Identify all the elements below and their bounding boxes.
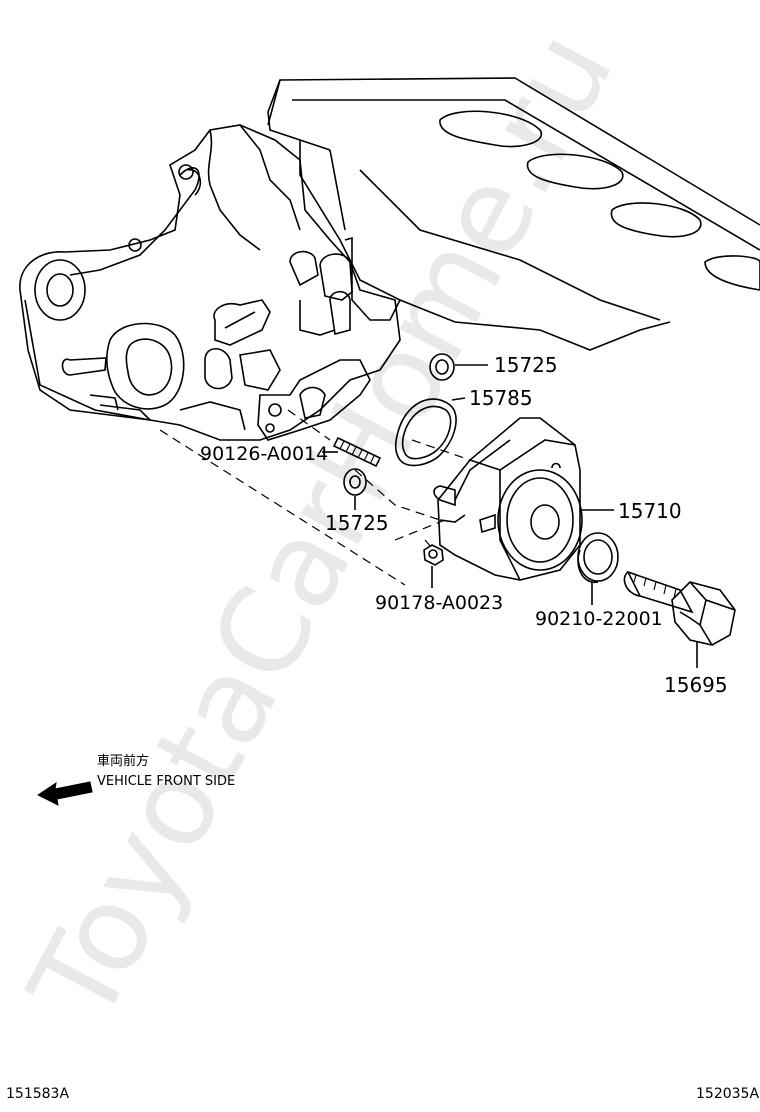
- part-15785-gasket: [394, 398, 457, 467]
- part-15710-housing: [433, 417, 583, 581]
- part-90126-stud: [332, 436, 382, 468]
- engine-front-housing: [19, 124, 401, 441]
- leader-lines: [322, 364, 698, 668]
- label-90126-A0014: 90126-A0014: [200, 443, 328, 465]
- label-15725-upper: 15725: [494, 353, 558, 377]
- part-90210-gasket: [577, 532, 619, 583]
- label-90210-22001: 90210-22001: [535, 608, 663, 630]
- label-15710: 15710: [618, 499, 682, 523]
- label-90178-A0023: 90178-A0023: [375, 592, 503, 614]
- assembly-lines: [159, 409, 471, 586]
- code-left: 151583A: [6, 1086, 69, 1102]
- code-right: 152035A: [696, 1086, 759, 1102]
- part-15725-seal-upper: [429, 353, 455, 381]
- part-90178-nut: [423, 544, 444, 566]
- part-15695-bolt: [623, 570, 736, 646]
- front-note-english: VEHICLE FRONT SIDE: [97, 774, 235, 789]
- watermark: ToyotaCarHome.ru: [2, 9, 639, 1044]
- front-note-japanese: 車両前方: [97, 753, 149, 769]
- engine-block: [267, 77, 760, 351]
- label-15695: 15695: [664, 673, 728, 697]
- front-arrow-icon: [37, 781, 93, 806]
- part-15725-seal-lower: [343, 468, 367, 496]
- label-15725-lower: 15725: [325, 511, 389, 535]
- label-15785: 15785: [469, 386, 533, 410]
